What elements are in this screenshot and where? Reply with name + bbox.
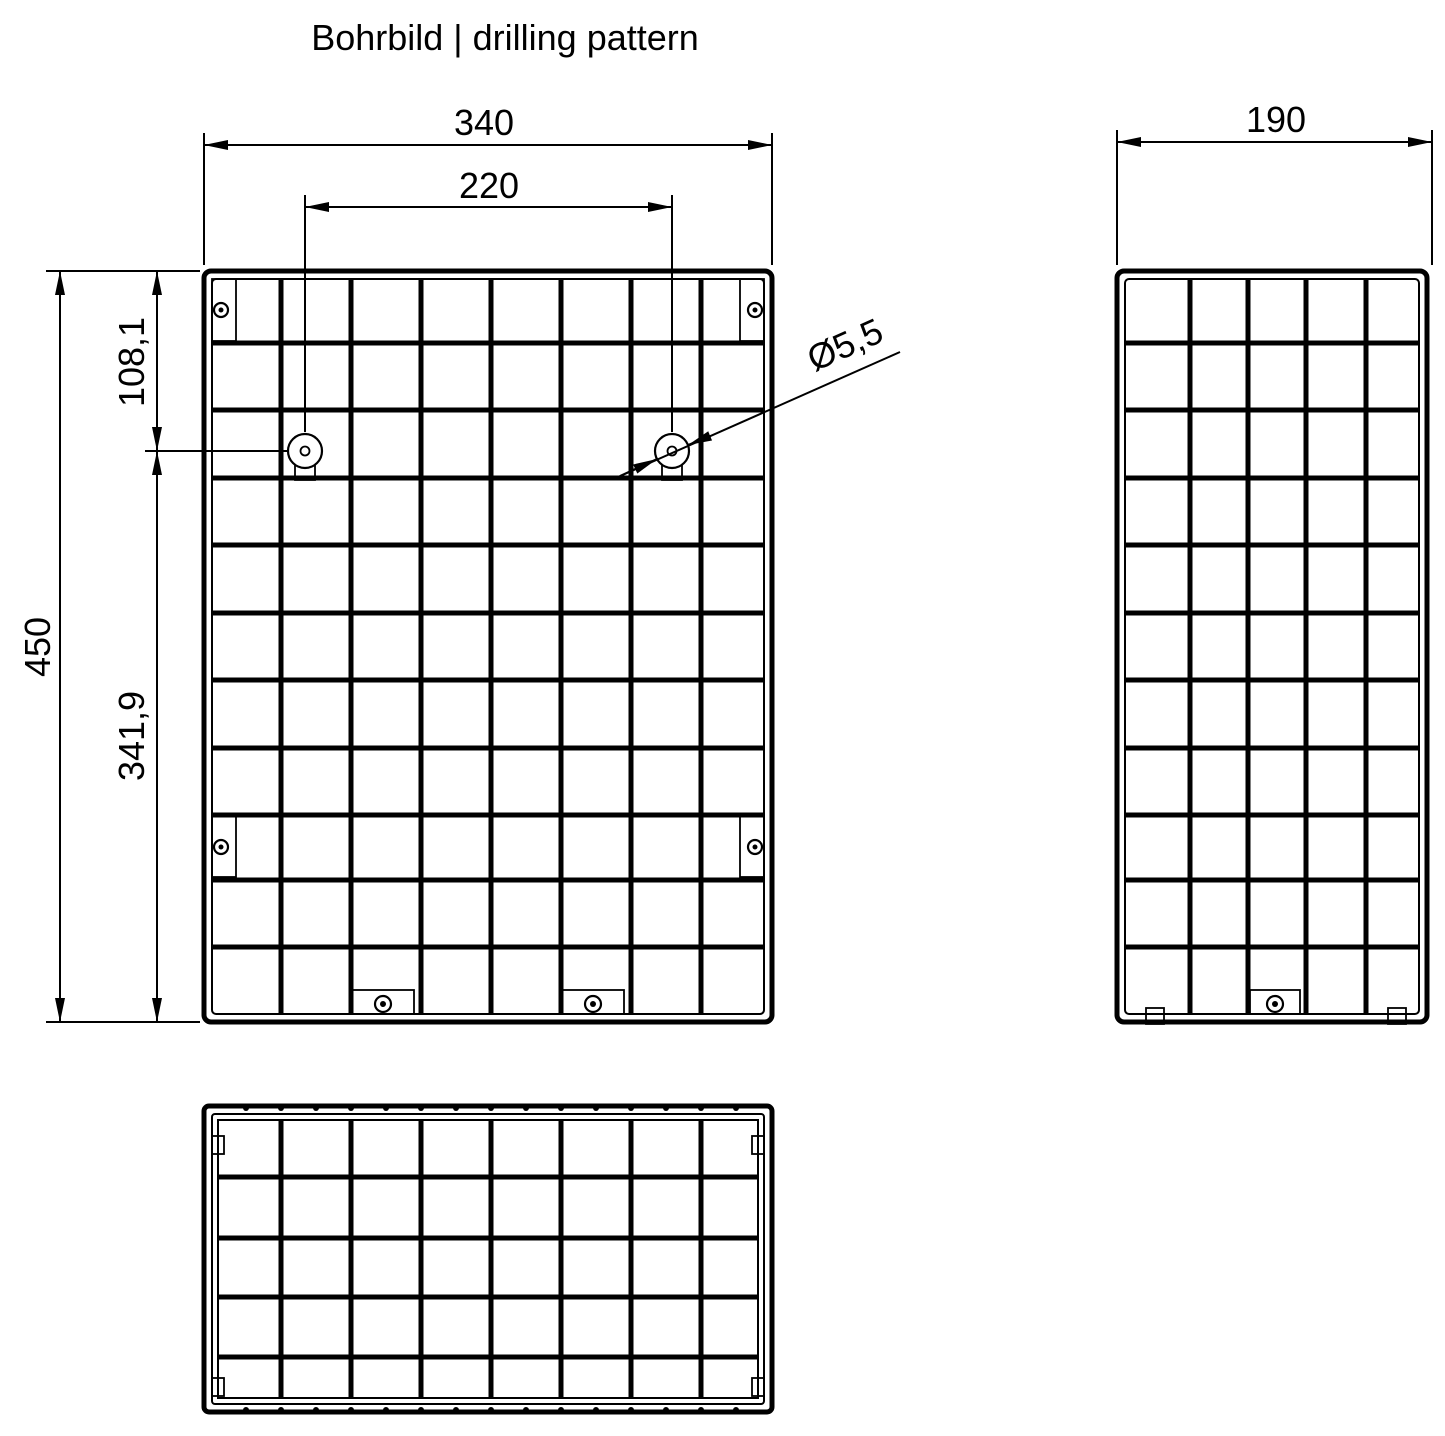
wire-end-bead — [628, 1105, 634, 1111]
front-view — [201, 268, 775, 1025]
dimension-hole-spacing-220: 220 — [304, 165, 673, 432]
wire-end-bead — [733, 1105, 739, 1111]
svg-text:450: 450 — [17, 617, 58, 677]
wire-end-bead — [418, 1105, 424, 1111]
side-view — [1114, 268, 1430, 1025]
wire-end-bead — [278, 1407, 284, 1413]
wire-end-bead — [698, 1105, 704, 1111]
front-view-brackets — [211, 278, 765, 1015]
wire-end-bead — [663, 1407, 669, 1413]
drawing-title: Bohrbild | drilling pattern — [311, 17, 699, 58]
wire-end-bead — [383, 1407, 389, 1413]
side-view-wire-grid — [1125, 279, 1419, 1014]
svg-text:340: 340 — [454, 102, 514, 143]
front-view-wire-grid — [212, 279, 764, 1014]
wire-end-bead — [243, 1407, 249, 1413]
wire-end-bead — [558, 1105, 564, 1111]
bottom-view — [201, 1103, 775, 1415]
wire-end-bead — [593, 1407, 599, 1413]
wire-end-bead — [523, 1105, 529, 1111]
dimension-holes-to-bottom-341-9: 341,9 — [111, 451, 162, 1022]
svg-text:190: 190 — [1246, 99, 1306, 140]
wire-end-bead — [348, 1105, 354, 1111]
dimension-width-340: 340 — [203, 102, 773, 265]
mounting-hole-left — [286, 432, 324, 481]
dimension-depth-190: 190 — [1116, 99, 1433, 265]
front-view-screws — [212, 301, 764, 1014]
mounting-hole-right — [653, 432, 691, 481]
wire-end-bead — [418, 1407, 424, 1413]
svg-text:341,9: 341,9 — [111, 691, 152, 781]
svg-text:108,1: 108,1 — [111, 317, 152, 407]
wire-end-bead — [593, 1105, 599, 1111]
wire-end-bead — [348, 1407, 354, 1413]
svg-text:Ø5,5: Ø5,5 — [801, 310, 889, 379]
wire-end-bead — [558, 1407, 564, 1413]
bottom-view-wire-grid — [218, 1120, 758, 1398]
wire-end-bead — [488, 1407, 494, 1413]
wire-end-bead — [698, 1407, 704, 1413]
wire-end-bead — [278, 1105, 284, 1111]
wire-end-bead — [453, 1407, 459, 1413]
svg-text:220: 220 — [459, 165, 519, 206]
wire-end-bead — [383, 1105, 389, 1111]
bottom-view-wire-ends — [243, 1105, 739, 1413]
wire-end-bead — [313, 1105, 319, 1111]
wire-end-bead — [628, 1407, 634, 1413]
wire-end-bead — [523, 1407, 529, 1413]
wire-end-bead — [313, 1407, 319, 1413]
dimension-top-to-holes-108-1: 108,1 — [111, 271, 288, 452]
wire-end-bead — [663, 1105, 669, 1111]
dimension-height-450: 450 — [17, 270, 200, 1023]
wire-end-bead — [733, 1407, 739, 1413]
wire-end-bead — [488, 1105, 494, 1111]
wire-end-bead — [243, 1105, 249, 1111]
wire-end-bead — [453, 1105, 459, 1111]
